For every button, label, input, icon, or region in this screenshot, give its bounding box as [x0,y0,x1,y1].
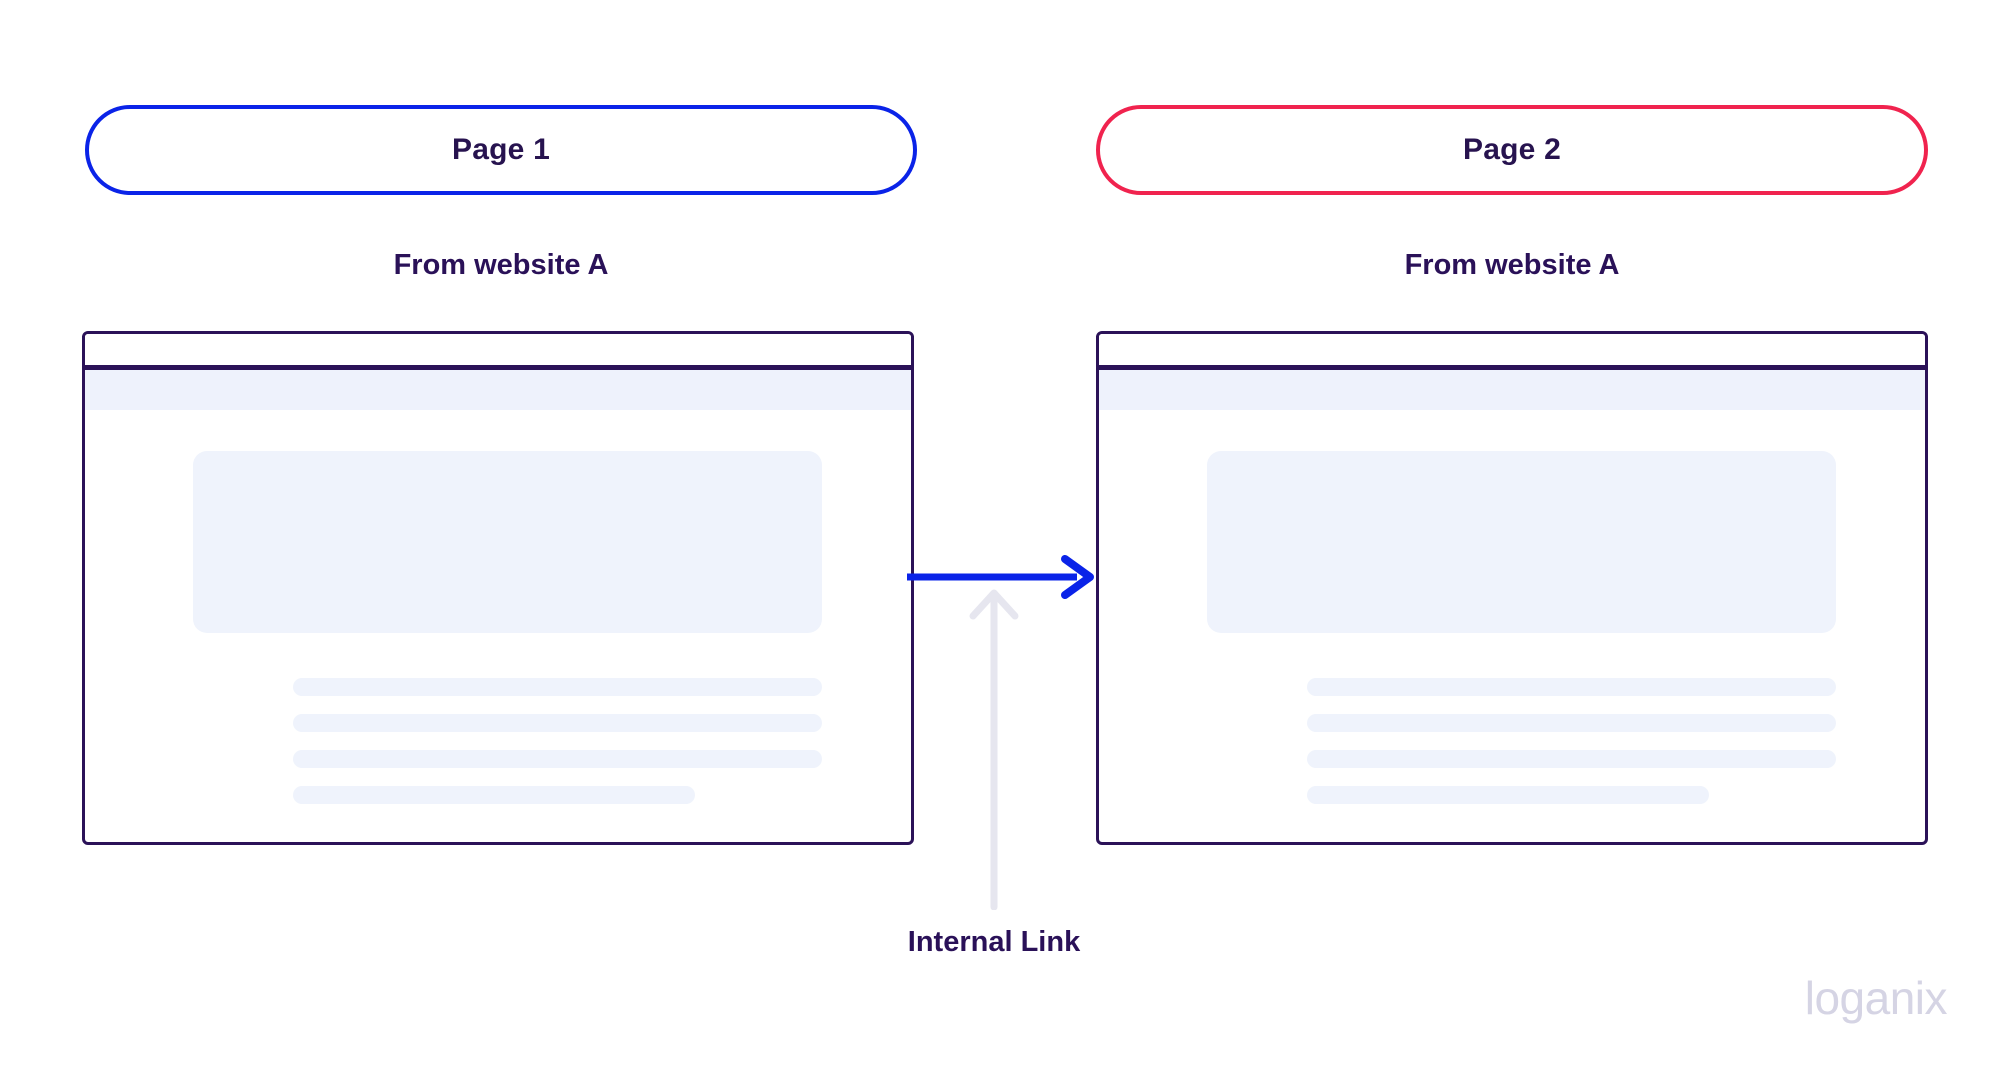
text-placeholder-lines [293,678,822,804]
text-placeholder-line [1307,714,1836,732]
node-pill-label: Page 2 [1463,133,1561,166]
browser-viewport [85,410,911,837]
text-placeholder-lines [1307,678,1836,804]
browser-toolbar [1099,370,1925,410]
node-pill-page-1[interactable]: Page 1 [85,105,917,195]
hero-placeholder-block [193,451,822,633]
text-placeholder-line [293,750,822,768]
browser-toolbar [85,370,911,410]
browser-mockup-page-1 [82,331,914,845]
source-caption-page-2: From website A [1404,249,1620,281]
text-placeholder-line [1307,678,1836,696]
browser-mockup-page-2 [1096,331,1928,845]
node-pill-page-2[interactable]: Page 2 [1096,105,1928,195]
browser-titlebar [1099,334,1925,370]
hero-placeholder-block [1207,451,1836,633]
browser-viewport [1099,410,1925,837]
node-pill-label: Page 1 [452,133,550,166]
text-placeholder-line [293,714,822,732]
text-placeholder-line [1307,786,1710,804]
browser-titlebar [85,334,911,370]
text-placeholder-line [293,678,822,696]
text-placeholder-line [293,786,696,804]
loganix-logo: loganix [1804,972,1948,1024]
arrow-up-icon [969,589,1019,910]
text-placeholder-line [1307,750,1836,768]
internal-link-caption: Internal Link [907,926,1081,958]
arrow-right-icon [907,555,1094,599]
source-caption-page-1: From website A [393,249,609,281]
